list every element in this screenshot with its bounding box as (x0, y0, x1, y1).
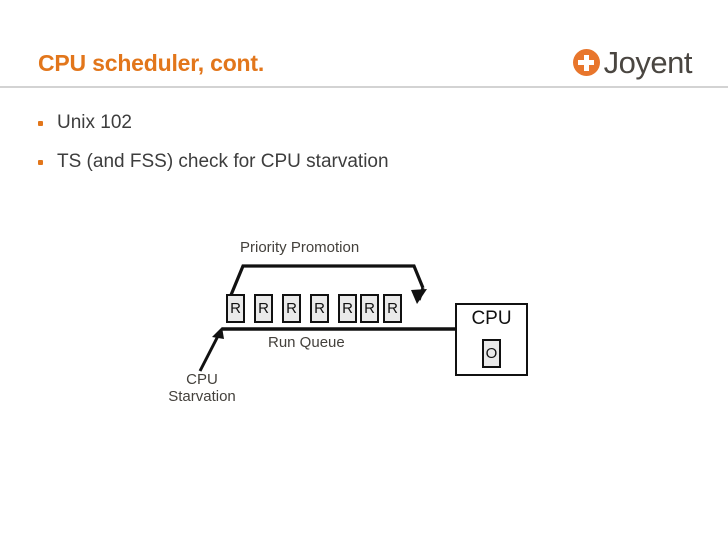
run-queue-entry: R (310, 294, 329, 323)
header-divider (0, 86, 728, 88)
run-queue-entry-label: R (314, 300, 325, 317)
cpu-starvation-arrowhead (212, 327, 224, 339)
priority-promotion-arrow-stem (417, 287, 425, 301)
priority-promotion-label: Priority Promotion (240, 239, 360, 256)
run-queue-entry-label: R (387, 300, 398, 317)
bullet-label: TS (and FSS) check for CPU starvation (57, 151, 389, 172)
priority-promotion-arrow-line (229, 264, 425, 296)
run-queue-entry-label: R (286, 300, 297, 317)
run-queue-label: Run Queue (268, 334, 345, 351)
cpu-running-thread-label: O (485, 345, 498, 362)
cpu-running-thread-box: O (482, 339, 501, 368)
joyent-logo: Joyent (572, 45, 693, 80)
bullet-marker-icon (38, 159, 43, 165)
page-title: CPU scheduler, cont. (38, 50, 265, 76)
plus-in-circle-icon (572, 49, 600, 76)
run-queue-entry: R (282, 294, 301, 323)
bullet-item: Unix 102 (38, 112, 132, 134)
run-queue-entry: R (383, 294, 402, 323)
run-queue-entry: R (338, 294, 357, 323)
bullet-marker-icon (38, 120, 43, 126)
priority-promotion-arrowhead (411, 289, 427, 304)
run-queue-entry-label: R (258, 300, 269, 317)
run-queue-entry-label: R (230, 300, 241, 317)
bullet-item: TS (and FSS) check for CPU starvation (38, 151, 389, 173)
logo-wordmark: Joyent (603, 45, 693, 80)
run-queue-entry: R (226, 294, 245, 323)
run-queue-entry: R (254, 294, 273, 323)
bullet-label: Unix 102 (57, 112, 132, 133)
run-queue-entry: R (360, 294, 379, 323)
run-queue-entry-label: R (342, 300, 353, 317)
run-queue-entry-label: R (364, 300, 375, 317)
cpu-box: CPU O (455, 303, 528, 376)
cpu-starvation-arrow-line (198, 333, 221, 372)
cpu-box-label: CPU (471, 308, 512, 329)
cpu-starvation-label: CPU Starvation (168, 371, 236, 405)
